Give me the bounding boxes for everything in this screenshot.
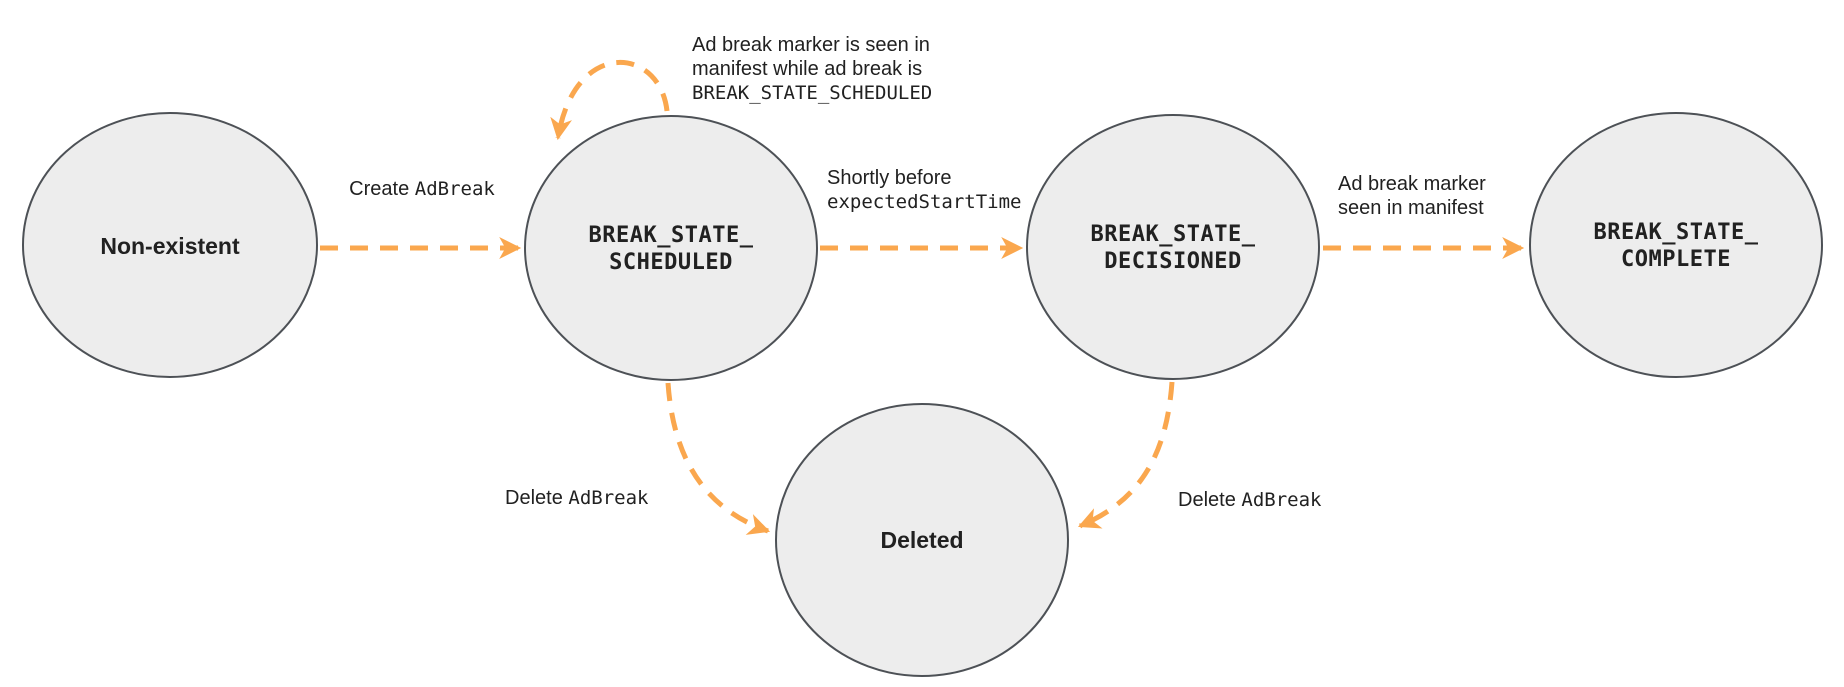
transition-label-line1: Ad break marker is seen in	[692, 34, 930, 56]
state-label-break-state-decisioned: BREAK_STATE_ DECISIONED	[1091, 221, 1256, 275]
state-label-line2: COMPLETE	[1621, 247, 1731, 272]
state-label-line2: DECISIONED	[1104, 249, 1242, 274]
state-label-line1: BREAK_STATE_	[1593, 220, 1759, 245]
transition-label-line2: seen in manifest	[1338, 197, 1484, 219]
state-label-break-state-complete: BREAK_STATE_ COMPLETE	[1594, 219, 1759, 273]
transition-arrow-delete-right	[1077, 381, 1175, 529]
transition-label-shortly-before: Shortly before expectedStartTime	[827, 166, 1021, 214]
state-label-break-state-scheduled: BREAK_STATE_ SCHEDULED	[589, 222, 754, 276]
transition-label-object: AdBreak	[1241, 489, 1322, 511]
state-label-line2: SCHEDULED	[609, 250, 733, 275]
state-node-break-state-decisioned	[1026, 114, 1320, 380]
state-node-break-state-complete	[1529, 112, 1823, 378]
state-label-line1: BREAK_STATE_	[588, 223, 754, 248]
transition-label-object: AdBreak	[414, 178, 495, 200]
transition-label-marker-seen: Ad break marker seen in manifest	[1338, 172, 1486, 220]
transition-label-line2: manifest while ad break is	[692, 58, 923, 80]
transition-label-verb: Delete	[505, 487, 563, 509]
state-label-deleted: Deleted	[880, 527, 964, 553]
transition-label-object: AdBreak	[568, 487, 649, 509]
state-node-break-state-scheduled	[524, 115, 818, 381]
transition-label-line1: Ad break marker	[1338, 173, 1486, 195]
transition-label-delete-adbreak-left: Delete AdBreak	[505, 486, 648, 510]
transition-label-line1: Shortly before	[827, 167, 952, 189]
transition-label-delete-adbreak-right: Delete AdBreak	[1178, 488, 1321, 512]
state-label-non-existent: Non-existent	[100, 233, 240, 259]
transition-arrow-delete-left	[665, 382, 771, 535]
state-node-non-existent	[22, 112, 318, 378]
state-label-line1: BREAK_STATE_	[1090, 222, 1256, 247]
transition-label-verb: Create	[349, 178, 410, 200]
state-node-deleted	[775, 403, 1069, 677]
transition-label-verb: Delete	[1178, 489, 1236, 511]
transition-label-create-adbreak: Create AdBreak	[349, 177, 495, 201]
transition-label-line3: BREAK_STATE_SCHEDULED	[692, 82, 933, 104]
transition-label-self-loop: Ad break marker is seen in manifest whil…	[692, 33, 932, 105]
transition-label-line2: expectedStartTime	[827, 191, 1022, 213]
